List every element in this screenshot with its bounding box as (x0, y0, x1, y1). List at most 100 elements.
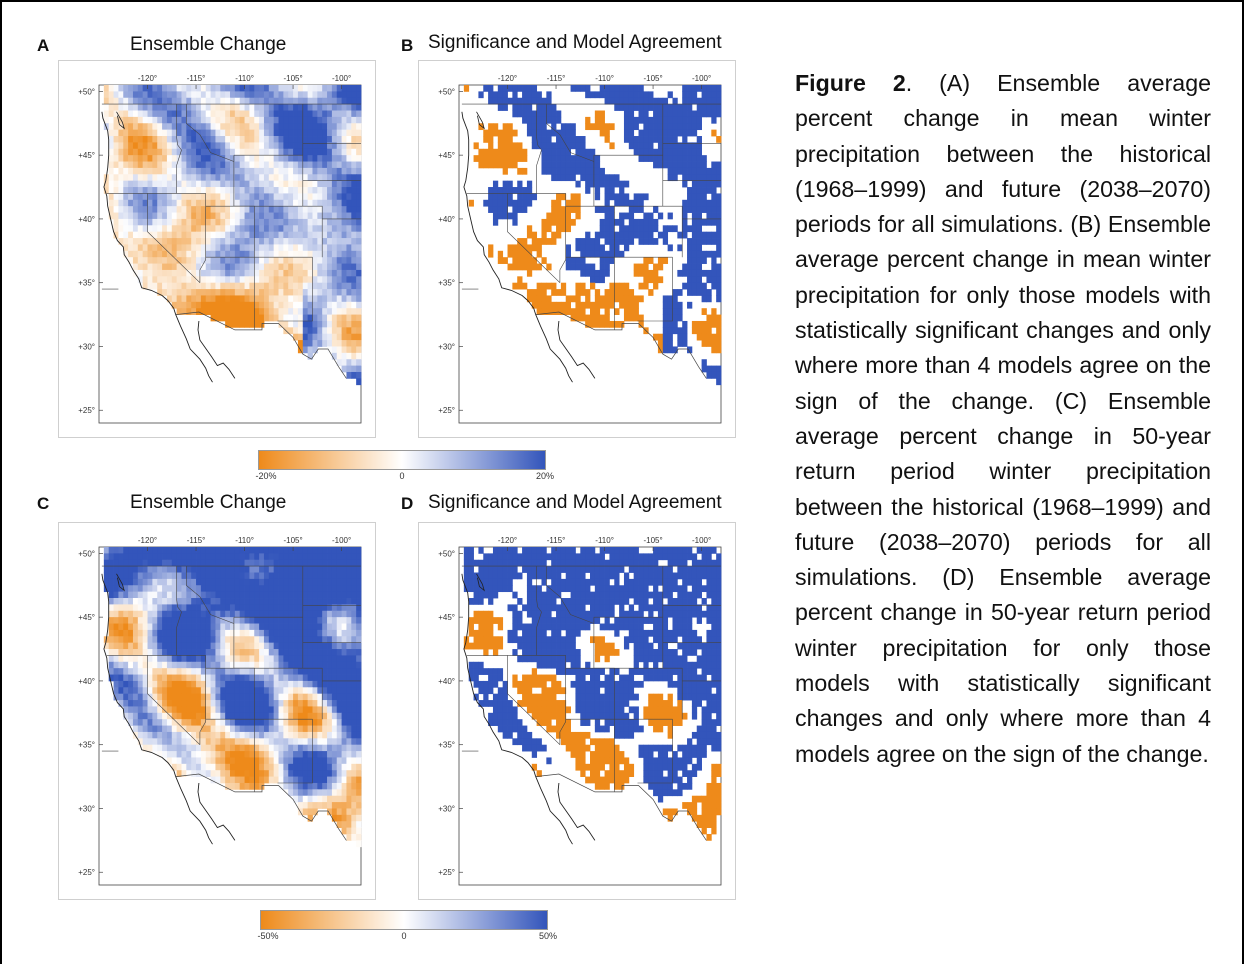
grid-cell (614, 308, 620, 315)
grid-cell (293, 187, 299, 194)
grid-cell (128, 687, 134, 695)
grid-cell (268, 155, 275, 162)
grid-cell (687, 123, 693, 131)
grid-cell (186, 661, 192, 669)
grid-cell (643, 238, 649, 245)
grid-cell (604, 314, 610, 322)
grid-cell (200, 731, 207, 739)
grid-cell (181, 244, 187, 252)
grid-cell (677, 123, 683, 131)
grid-cell (609, 218, 615, 226)
grid-cell (351, 617, 357, 624)
grid-cell (331, 566, 338, 573)
grid-cell (322, 257, 328, 264)
grid-cell (283, 706, 289, 714)
grid-cell (215, 257, 221, 264)
grid-cell (356, 378, 362, 386)
grid-cell (619, 238, 625, 245)
grid-cell (711, 218, 717, 226)
grid-cell (531, 110, 538, 118)
grid-cell (123, 199, 129, 207)
grid-cell (331, 282, 338, 290)
grid-cell (225, 257, 231, 264)
grid-cell (331, 206, 338, 213)
grid-cell (171, 301, 178, 309)
grid-cell (657, 136, 664, 143)
grid-cell (711, 314, 717, 322)
grid-cell (351, 206, 357, 213)
grid-cell (585, 155, 591, 162)
grid-cell (263, 661, 270, 669)
grid-cell (278, 668, 284, 675)
grid-cell (132, 687, 139, 695)
grid-cell (259, 110, 265, 118)
grid-cell (215, 187, 221, 194)
grid-cell (302, 174, 309, 182)
grid-cell (327, 167, 333, 175)
grid-cell (322, 782, 328, 790)
grid-cell (273, 238, 279, 245)
grid-cell (307, 180, 313, 188)
grid-cell (638, 97, 644, 105)
grid-cell (230, 693, 236, 701)
grid-cell (220, 604, 226, 612)
grid-cell (307, 346, 313, 354)
grid-cell (210, 142, 216, 150)
grid-cell (623, 212, 630, 220)
grid-cell (152, 738, 158, 746)
grid-cell (259, 585, 265, 593)
grid-cell (244, 693, 250, 701)
grid-cell (302, 674, 309, 682)
grid-cell (560, 301, 567, 309)
grid-cell (297, 148, 304, 156)
grid-cell (293, 763, 299, 771)
grid-cell (132, 244, 139, 252)
lon-tick-label: -110° (595, 74, 614, 83)
grid-cell (619, 91, 625, 99)
grid-cell (643, 110, 649, 118)
grid-cell (230, 636, 236, 644)
grid-cell (196, 636, 202, 644)
grid-cell (507, 155, 513, 162)
grid-cell (293, 738, 299, 746)
grid-cell (346, 789, 352, 797)
grid-cell (210, 174, 216, 182)
grid-cell (293, 161, 299, 169)
grid-cell (575, 85, 581, 92)
grid-cell (181, 547, 187, 554)
grid-cell (230, 712, 236, 720)
grid-cell (293, 795, 299, 803)
grid-cell (230, 700, 236, 707)
grid-cell (691, 155, 698, 162)
grid-cell (677, 333, 683, 341)
grid-cell (283, 129, 289, 137)
grid-cell (297, 719, 304, 726)
grid-cell (249, 559, 255, 567)
grid-cell (565, 142, 571, 150)
grid-cell (293, 193, 299, 201)
grid-cell (263, 161, 270, 169)
grid-cell (152, 238, 158, 245)
grid-cell (623, 289, 630, 296)
grid-cell (293, 199, 299, 207)
grid-cell (249, 712, 255, 720)
grid-cell (687, 91, 693, 99)
grid-cell (643, 231, 649, 239)
grid-cell (599, 123, 605, 131)
grid-cell (488, 206, 494, 213)
state-border (176, 104, 182, 194)
grid-cell (200, 712, 207, 720)
grid-cell (312, 591, 318, 599)
grid-cell (283, 97, 289, 105)
grid-cell (716, 333, 722, 341)
grid-cell (162, 572, 168, 580)
grid-cell (331, 295, 338, 303)
grid-cell (327, 327, 333, 335)
grid-cell (317, 123, 323, 131)
grid-cell (152, 725, 158, 733)
grid-cell (317, 225, 323, 233)
baja-coastline (175, 314, 213, 383)
grid-cell (239, 206, 245, 213)
grid-cell (526, 289, 533, 296)
grid-cell (186, 706, 192, 714)
